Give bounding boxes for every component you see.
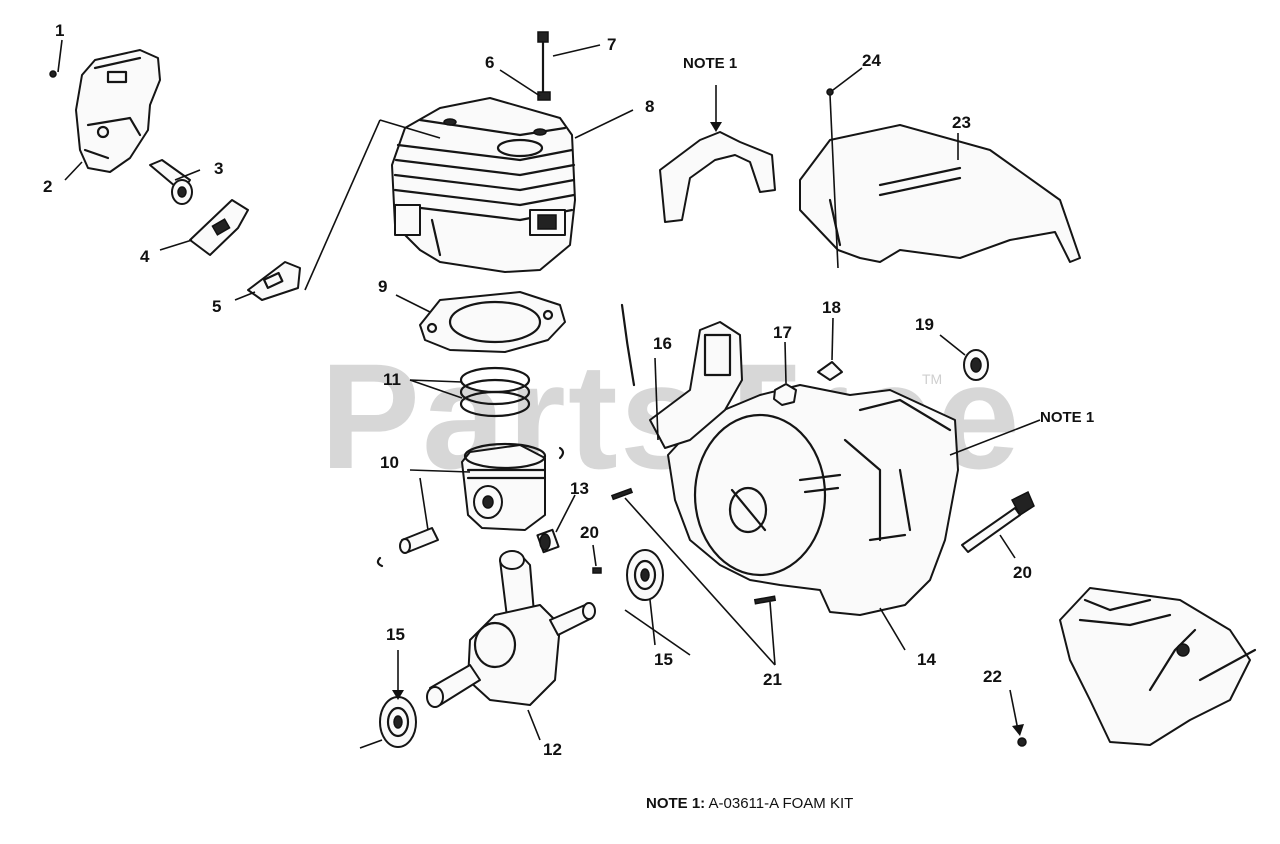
callout-17: 17 bbox=[773, 323, 792, 342]
callout-14: 14 bbox=[917, 650, 936, 669]
part-crankcase bbox=[667, 384, 959, 616]
part-clip bbox=[817, 361, 843, 381]
leader-lines bbox=[57, 39, 1041, 749]
part-cylinder-gasket bbox=[419, 291, 566, 353]
callout-15-right: 15 bbox=[654, 650, 673, 669]
callout-8: 8 bbox=[645, 97, 654, 116]
part-crank-bearing-left bbox=[379, 696, 417, 748]
note-callout-top: NOTE 1 bbox=[683, 55, 737, 72]
footer-note: NOTE 1: A-03611-A FOAM KIT bbox=[646, 795, 853, 812]
part-handle-assembly bbox=[1059, 587, 1257, 746]
callout-1: 1 bbox=[55, 21, 64, 40]
part-cylinder-bolt bbox=[537, 31, 551, 101]
watermark-tm: TM bbox=[922, 371, 942, 387]
part-crank-bearing-right bbox=[626, 549, 664, 601]
callout-6: 6 bbox=[485, 53, 494, 72]
part-cylinder bbox=[391, 97, 576, 273]
part-dowel-pin-upper bbox=[610, 487, 634, 501]
callout-4: 4 bbox=[140, 247, 150, 266]
part-muffler-plate bbox=[189, 199, 249, 256]
part-nut bbox=[773, 383, 797, 406]
part-pin-clip bbox=[558, 446, 565, 460]
callout-9: 9 bbox=[378, 277, 387, 296]
callout-23: 23 bbox=[952, 113, 971, 132]
callout-18: 18 bbox=[822, 298, 841, 317]
callout-24: 24 bbox=[862, 51, 881, 70]
callout-10: 10 bbox=[380, 453, 399, 472]
callout-20-bolt: 20 bbox=[1013, 563, 1032, 582]
part-needle-bearing bbox=[536, 528, 560, 554]
callout-3: 3 bbox=[214, 159, 223, 178]
callout-20-small: 20 bbox=[580, 523, 599, 542]
arrowhead bbox=[710, 122, 722, 132]
part-exhaust-gasket bbox=[247, 261, 301, 301]
part-screw-22 bbox=[1017, 737, 1027, 747]
part-tank-bracket bbox=[620, 303, 743, 449]
part-pin-clip bbox=[376, 556, 384, 568]
callout-labels: 1 2 3 4 5 6 7 8 9 10 11 12 13 14 15 15 1… bbox=[43, 21, 1094, 759]
part-long-bolt bbox=[961, 490, 1035, 553]
callout-21: 21 bbox=[763, 670, 782, 689]
part-piston-rings bbox=[459, 366, 531, 418]
part-top-cover bbox=[799, 94, 1081, 269]
part-cover-screw bbox=[826, 88, 834, 96]
arrowhead bbox=[392, 690, 404, 700]
part-piston-pin bbox=[399, 527, 439, 554]
callout-19: 19 bbox=[915, 315, 934, 334]
callout-5: 5 bbox=[212, 297, 221, 316]
callout-15-left: 15 bbox=[386, 625, 405, 644]
part-dowel-pin bbox=[592, 567, 602, 574]
callout-13: 13 bbox=[570, 479, 589, 498]
callout-12: 12 bbox=[543, 740, 562, 759]
part-oil-seal bbox=[963, 349, 989, 381]
note-callout-right: NOTE 1 bbox=[1040, 409, 1094, 426]
part-piston bbox=[461, 442, 547, 531]
callout-16: 16 bbox=[653, 334, 672, 353]
part-exhaust-tube bbox=[149, 159, 193, 205]
part-screw-1 bbox=[49, 70, 57, 78]
callout-11: 11 bbox=[383, 370, 401, 389]
part-dowel-pin-lower bbox=[753, 595, 777, 605]
callout-2: 2 bbox=[43, 177, 52, 196]
arrowhead bbox=[1012, 724, 1024, 736]
footer-note-prefix: NOTE 1: bbox=[646, 795, 705, 812]
part-muffler-shield bbox=[75, 49, 161, 173]
part-foam-piece bbox=[659, 131, 776, 223]
callout-7: 7 bbox=[607, 35, 616, 54]
callout-22: 22 bbox=[983, 667, 1002, 686]
part-crankshaft bbox=[426, 550, 596, 708]
footer-note-text: A-03611-A FOAM KIT bbox=[705, 795, 853, 812]
